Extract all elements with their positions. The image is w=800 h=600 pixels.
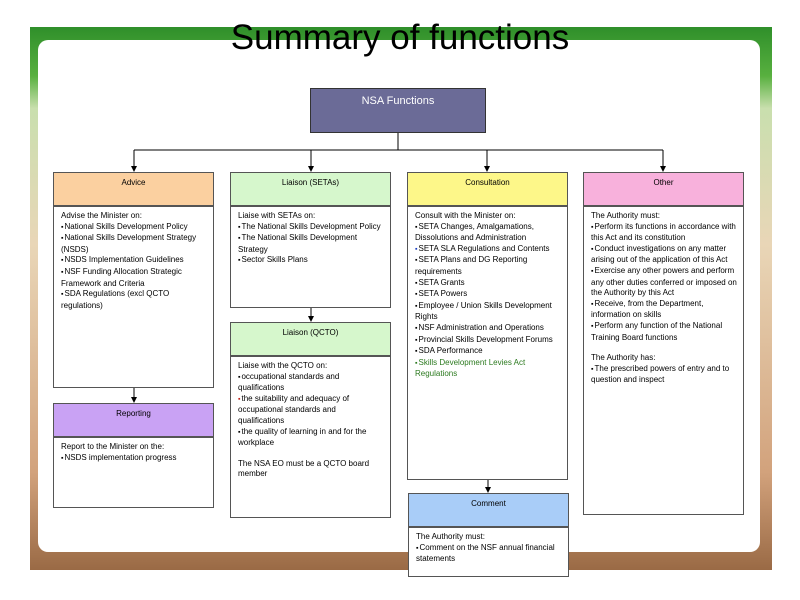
consultation-item: SETA Powers bbox=[415, 289, 561, 301]
liaison-setas-item: The National Skills Development Policy bbox=[238, 222, 384, 234]
liaison-qcto-header: Liaison (QCTO) bbox=[230, 322, 391, 356]
liaison-setas-item: Sector Skills Plans bbox=[238, 255, 384, 267]
liaison-qcto-note: The NSA EO must be a QCTO board member bbox=[238, 458, 370, 479]
liaison-setas-intro: Liaise with SETAs on: bbox=[238, 211, 316, 220]
slide-title: Summary of functions bbox=[230, 18, 570, 57]
liaison-setas-header-label: Liaison (SETAs) bbox=[281, 178, 340, 187]
advice-header: Advice bbox=[53, 172, 214, 206]
other-intro-2: The Authority has: bbox=[591, 353, 656, 363]
other-item: Conduct investigations on any matter ari… bbox=[591, 244, 737, 266]
liaison-qcto-intro: Liaise with the QCTO on: bbox=[238, 361, 328, 370]
advice-item: National Skills Development Strategy (NS… bbox=[61, 233, 207, 255]
advice-header-label: Advice bbox=[121, 178, 146, 187]
liaison-qcto-header-label: Liaison (QCTO) bbox=[282, 328, 339, 337]
comment-intro: The Authority must: bbox=[416, 532, 485, 541]
consultation-item: Provincial Skills Development Forums bbox=[415, 335, 561, 347]
comment-header: Comment bbox=[408, 493, 569, 527]
reporting-header-label: Reporting bbox=[116, 409, 151, 418]
other-item: Perform its functions in accordance with… bbox=[591, 222, 737, 244]
advice-item: SDA Regulations (excl QCTO regulations) bbox=[61, 289, 207, 311]
reporting-intro: Report to the Minister on the: bbox=[61, 442, 165, 451]
comment-item: Comment on the NSF annual financial stat… bbox=[416, 543, 562, 565]
consultation-header-label: Consultation bbox=[465, 178, 510, 187]
reporting-box: Report to the Minister on the: NSDS impl… bbox=[53, 437, 214, 508]
consultation-box: Consult with the Minister on: SETA Chang… bbox=[407, 206, 568, 480]
consultation-item: Skills Development Levies Act Regulation… bbox=[415, 358, 561, 380]
other-header: Other bbox=[583, 172, 744, 206]
advice-item: NSF Funding Allocation Strategic Framewo… bbox=[61, 267, 207, 289]
liaison-setas-box: Liaise with SETAs on: The National Skill… bbox=[230, 206, 391, 308]
consultation-item: SETA Plans and DG Reporting requirements bbox=[415, 255, 561, 277]
other-item: Perform any function of the National Tra… bbox=[591, 321, 737, 343]
comment-header-label: Comment bbox=[471, 499, 506, 508]
consultation-item: SETA Grants bbox=[415, 278, 561, 290]
reporting-item: NSDS implementation progress bbox=[61, 453, 207, 465]
consultation-item: Employee / Union Skills Development Righ… bbox=[415, 301, 561, 323]
consultation-header: Consultation bbox=[407, 172, 568, 206]
other-item: Receive, from the Department, informatio… bbox=[591, 299, 737, 321]
other-item-2: The prescribed powers of entry and to qu… bbox=[591, 364, 737, 386]
other-intro: The Authority must: bbox=[591, 211, 660, 220]
nsa-functions-label: NSA Functions bbox=[361, 95, 435, 107]
consultation-intro: Consult with the Minister on: bbox=[415, 211, 516, 220]
advice-box: Advise the Minister on: National Skills … bbox=[53, 206, 214, 388]
advice-item: NSDS Implementation Guidelines bbox=[61, 255, 207, 267]
nsa-functions-box: NSA Functions bbox=[310, 88, 486, 133]
comment-box: The Authority must: Comment on the NSF a… bbox=[408, 527, 569, 577]
consultation-item: SETA Changes, Amalgamations, Dissolution… bbox=[415, 222, 561, 244]
liaison-qcto-item: the quality of learning in and for the w… bbox=[238, 427, 384, 449]
reporting-header: Reporting bbox=[53, 403, 214, 437]
consultation-item: SETA SLA Regulations and Contents bbox=[415, 244, 561, 256]
other-box: The Authority must: Perform its function… bbox=[583, 206, 744, 515]
other-header-label: Other bbox=[653, 178, 674, 187]
advice-item: National Skills Development Policy bbox=[61, 222, 207, 234]
liaison-setas-header: Liaison (SETAs) bbox=[230, 172, 391, 206]
consultation-item: NSF Administration and Operations bbox=[415, 323, 561, 335]
liaison-qcto-item: occupational standards and qualification… bbox=[238, 372, 384, 394]
consultation-item: SDA Performance bbox=[415, 346, 561, 358]
advice-intro: Advise the Minister on: bbox=[61, 211, 142, 220]
liaison-setas-item: The National Skills Development Strategy bbox=[238, 233, 384, 255]
liaison-qcto-box: Liaise with the QCTO on: occupational st… bbox=[230, 356, 391, 518]
liaison-qcto-item: the suitability and adequacy of occupati… bbox=[238, 394, 384, 427]
other-item: Exercise any other powers and perform an… bbox=[591, 266, 737, 299]
